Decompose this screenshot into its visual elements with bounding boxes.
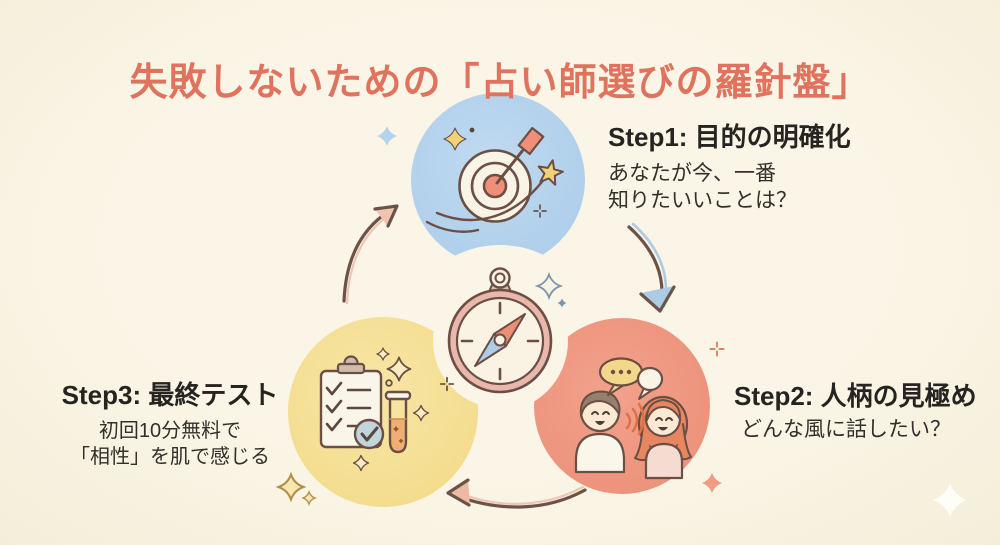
page-title: 失敗しないための「占い師選びの羅針盤」 <box>129 62 871 105</box>
step1-heading: Step1: 目的の明確化 <box>608 122 851 152</box>
compass-icon <box>447 267 553 394</box>
speech-bubble-icon <box>598 357 644 396</box>
arrow-step3-to-step1-icon <box>342 204 399 305</box>
step2-heading: Step2: 人柄の見極め <box>734 381 977 411</box>
star-icon <box>537 159 564 186</box>
checklist-testtube-icon <box>319 347 430 472</box>
step1-label: Step1: 目的の明確化 あなたが今、一番 知りたいいことは？ <box>608 122 851 215</box>
step2-body-line1: どんな風に話したい？ <box>741 418 951 442</box>
sparkle-icon <box>702 473 722 493</box>
sparkle-icon <box>709 341 725 357</box>
sparkle-icon <box>536 273 562 299</box>
step1-body-line1: あなたが今、一番 <box>608 162 776 186</box>
arrow-step2-to-step3-icon <box>446 478 587 509</box>
step3-body-line1: 初回10分無料で <box>98 420 242 443</box>
speech-bubble-icon <box>636 366 664 400</box>
sparkle-icon <box>933 483 967 517</box>
sparkle-icon <box>557 298 567 308</box>
sparkle-icon <box>302 491 316 505</box>
step3-heading: Step3: 最終テスト <box>61 380 279 410</box>
arrow-step1-to-step2-icon <box>627 222 676 313</box>
step2-body: どんな風に話したい？ <box>734 417 977 444</box>
sparkle-icon <box>377 126 397 146</box>
step3-body: 初回10分無料で 「相性」を肌で感じる <box>36 419 304 470</box>
step3-label: Step3: 最終テスト 初回10分無料で 「相性」を肌で感じる <box>36 380 304 470</box>
sparkle-icon <box>277 473 305 501</box>
two-people-talking-icon <box>574 357 692 480</box>
step2-label: Step2: 人柄の見極め どんな風に話したい？ <box>734 381 977 444</box>
step3-circle <box>288 317 478 507</box>
step1-body: あなたが今、一番 知りたいいことは？ <box>608 161 851 215</box>
target-dart-icon <box>425 127 564 233</box>
step3-body-line2: 「相性」を肌で感じる <box>70 445 270 468</box>
step1-body-line2: 知りたいいことは？ <box>608 189 797 213</box>
